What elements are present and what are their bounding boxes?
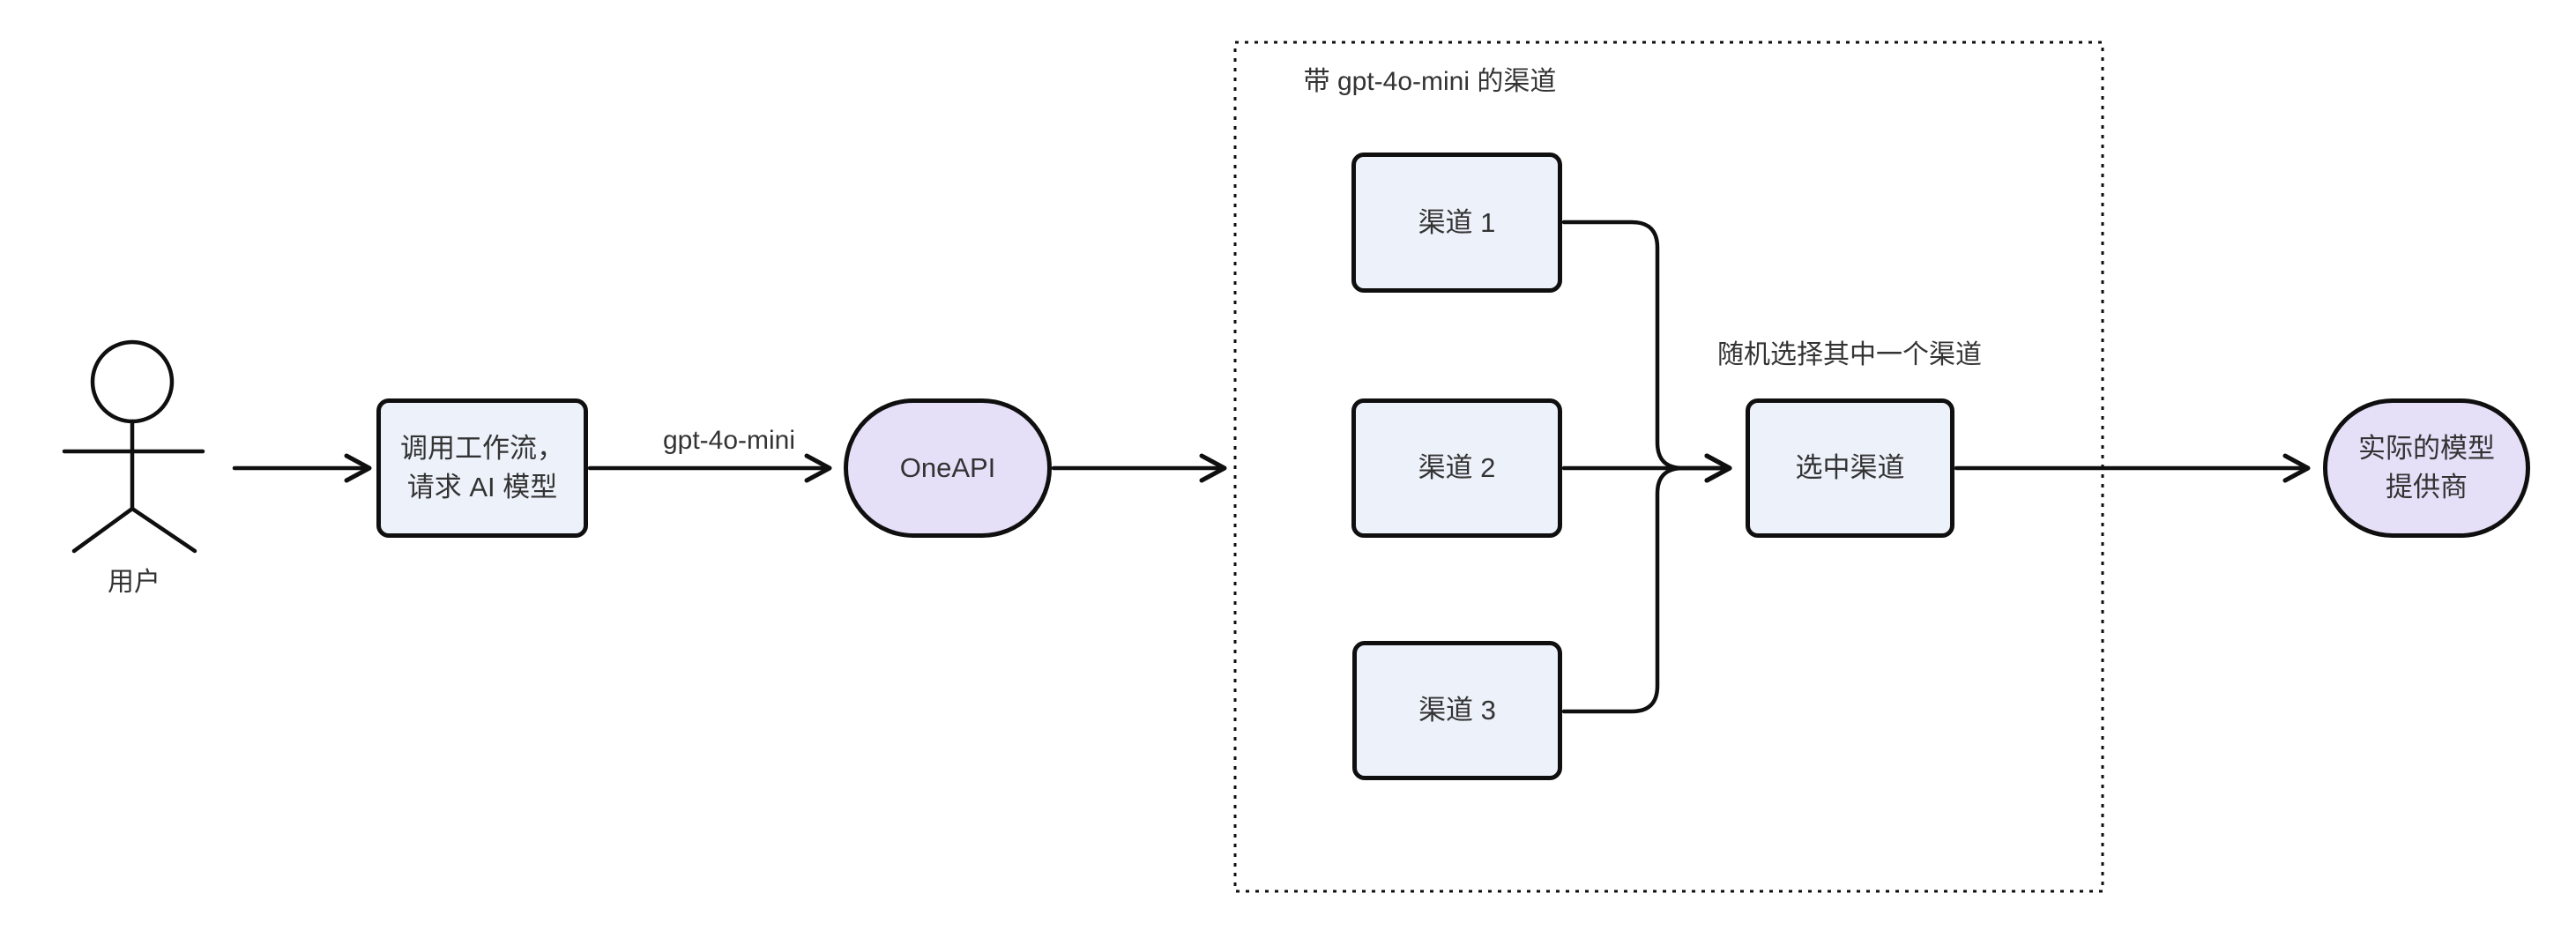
provider-node: 实际的模型提供商: [2323, 398, 2530, 538]
subgraph-label: 带 gpt-4o-mini 的渠道: [1303, 67, 1557, 96]
channel-2-node: 渠道 2: [1351, 398, 1562, 538]
channel-3-node: 渠道 3: [1352, 641, 1562, 780]
annotation-random-select: 随机选择其中一个渠道: [1717, 340, 1982, 369]
user-actor-icon: [62, 339, 205, 554]
oneapi-node: OneAPI: [844, 398, 1052, 538]
workflow-node: 调用工作流，请求 AI 模型: [376, 398, 588, 538]
edge-label-gpt-4o-mini: gpt-4o-mini: [662, 426, 796, 455]
selected-channel-node: 选中渠道: [1746, 398, 1954, 538]
edge-channel1-to-selected: [1561, 220, 1732, 483]
edge-channel3-to-selected: [1561, 453, 1732, 714]
channel-1-node: 渠道 1: [1351, 153, 1562, 293]
user-actor-label: 用户: [108, 568, 160, 597]
